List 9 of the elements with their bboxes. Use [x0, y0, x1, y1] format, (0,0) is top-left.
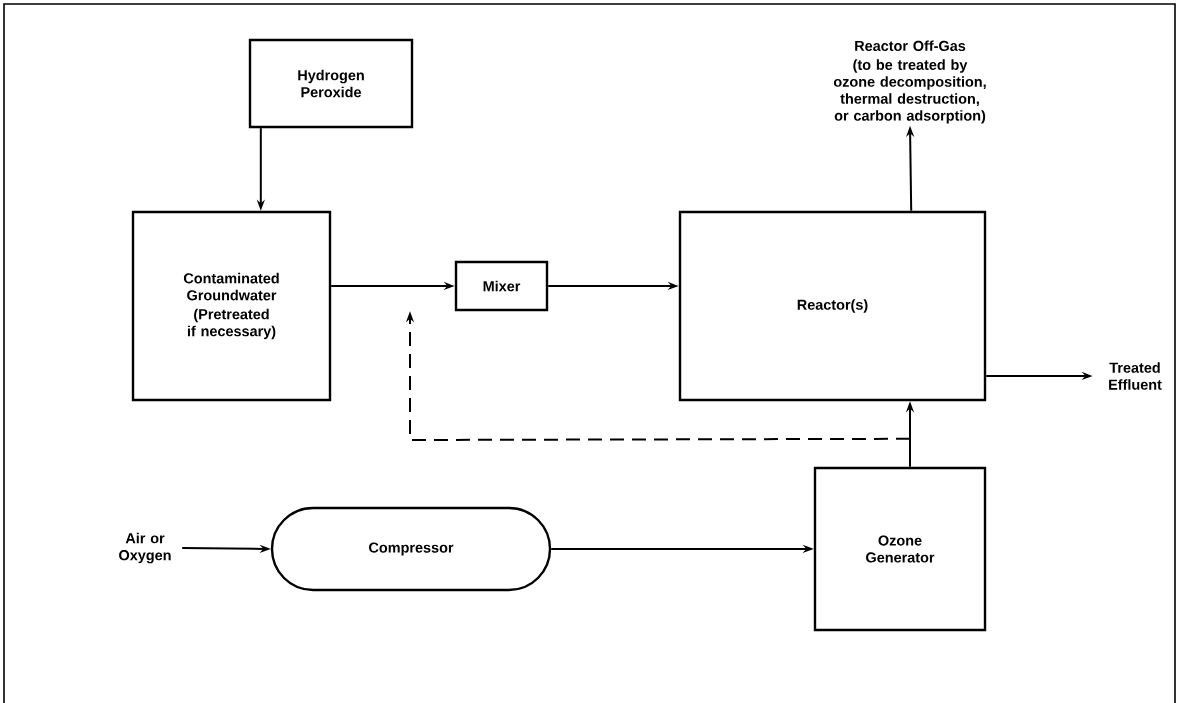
process-box: Mixer	[454, 260, 549, 312]
process-box: Contaminated Groundwater (Pretreated if necessary)	[131, 210, 332, 402]
process-box: Ozone Generator	[813, 466, 987, 632]
rounded-box: Compressor	[270, 506, 552, 592]
process-box: Hydrogen Peroxide	[248, 38, 414, 129]
stream-label: Air or Oxygen	[119, 532, 171, 564]
stream-label: Treated Effluent	[1109, 362, 1162, 390]
process-box: Reactor(s)	[678, 210, 987, 402]
stream-label: Reactor Off-Gas (to be treated by ozone decomposition, thermal destruction, or carbon adsorption)	[833, 40, 986, 124]
